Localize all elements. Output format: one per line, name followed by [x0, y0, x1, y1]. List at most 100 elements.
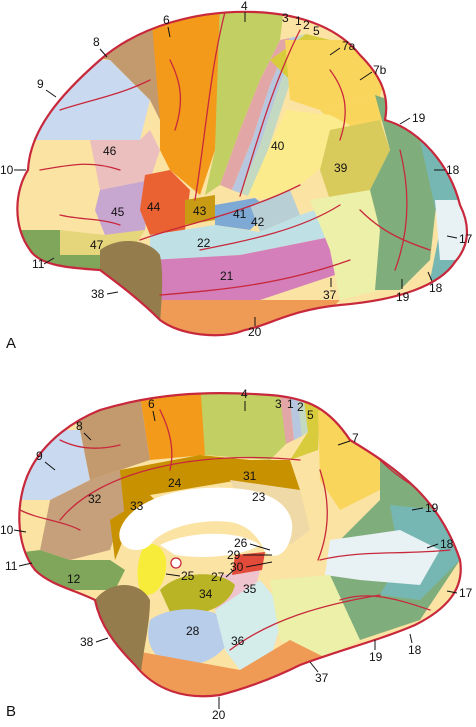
label-b-8: 8 [76, 419, 83, 433]
label-b-11: 11 [5, 559, 18, 573]
region-b-6 [130, 393, 205, 460]
outline-b [18, 392, 462, 698]
label-a-17: 17 [459, 232, 473, 246]
region-a-39 [320, 120, 390, 200]
region-a-17 [435, 200, 467, 260]
region-b-28 [148, 609, 235, 666]
region-b-10 [19, 500, 50, 555]
label-a-39: 39 [334, 161, 348, 175]
label-a-44: 44 [147, 200, 161, 214]
label-a-47: 47 [90, 238, 104, 252]
region-a-43 [185, 195, 215, 225]
corpus-callosum [119, 487, 293, 556]
label-b-12: 12 [67, 572, 81, 586]
label-a-5: 5 [313, 24, 320, 38]
label-a-20: 20 [248, 325, 262, 339]
label-a-42: 42 [251, 215, 265, 229]
cingulate-sulcus-b [59, 456, 301, 521]
label-a-19-bottom: 19 [396, 290, 410, 304]
region-a-21 [150, 235, 350, 300]
label-b-19-top: 19 [425, 501, 439, 515]
label-b-29: 29 [227, 548, 241, 562]
anterior-commissure [170, 557, 182, 569]
label-a-38: 38 [91, 287, 105, 301]
sulcus-a-9 [359, 209, 431, 251]
label-b-34: 34 [199, 587, 213, 601]
outline-a [16, 10, 469, 337]
calcarine-sulcus-b [319, 549, 451, 561]
sulcus-a-4 [159, 259, 351, 296]
region-b-34 [160, 574, 235, 615]
collateral-sulcus-b [229, 594, 381, 651]
panel-letter-a: A [6, 335, 16, 352]
label-b-1: 1 [287, 397, 294, 411]
label-a-41: 41 [233, 207, 247, 221]
label-b-17: 17 [459, 586, 473, 600]
region-a-46 [90, 130, 160, 190]
label-a-46: 46 [103, 144, 117, 158]
label-b-3: 3 [275, 397, 282, 411]
label-b-2: 2 [297, 400, 304, 414]
label-b-35: 35 [243, 582, 257, 596]
sulcus-a-11 [59, 214, 121, 226]
sulcus-a-2 [239, 29, 301, 197]
region-a-38 [100, 240, 163, 336]
sulcus-b-4 [339, 595, 431, 611]
label-a-10: 10 [0, 163, 14, 177]
region-b-5 [290, 400, 320, 460]
sulcus-a-8 [394, 149, 408, 271]
label-b-24: 24 [168, 476, 182, 490]
label-b-23: 23 [252, 490, 266, 504]
label-a-11: 11 [32, 257, 45, 271]
region-a-4 [205, 11, 285, 195]
label-a-19-top: 19 [412, 111, 426, 125]
region-a-20 [140, 300, 340, 336]
label-a-18-top: 18 [446, 163, 460, 177]
label-a-1: 1 [295, 14, 302, 28]
fornix [160, 533, 260, 557]
panel-letter-b: B [6, 703, 16, 720]
label-b-7: 7 [352, 431, 359, 445]
region-b-38 [95, 585, 150, 697]
label-b-28: 28 [186, 624, 200, 638]
labels-panel-b: 6 4 3 1 2 5 8 7 9 24 31 19 32 33 23 10 1… [0, 387, 473, 722]
label-a-4: 4 [241, 0, 248, 13]
sulcus-a-1 [194, 11, 226, 201]
region-a-44 [140, 170, 190, 235]
label-b-4: 4 [241, 387, 248, 401]
region-b-4 [200, 393, 290, 460]
label-a-9: 9 [37, 77, 44, 91]
region-b-17 [325, 530, 440, 585]
label-a-2: 2 [303, 18, 310, 32]
label-b-33: 33 [130, 499, 144, 513]
label-a-37: 37 [323, 288, 337, 302]
label-b-31: 31 [243, 469, 257, 483]
panel-b-medial-view: B 6 4 3 1 2 5 8 7 9 24 31 19 32 33 23 10 [0, 387, 473, 722]
label-a-18-bottom: 18 [429, 281, 443, 295]
sylvian-fissure-a [139, 184, 301, 241]
sulcus-a-7 [329, 69, 346, 141]
sulcus-a-3 [199, 204, 341, 251]
label-a-7b: 7b [373, 63, 387, 77]
label-a-7a: 7a [342, 39, 356, 53]
label-b-26: 26 [234, 536, 248, 550]
sulcus-a-5 [59, 79, 151, 111]
label-a-3: 3 [282, 11, 289, 25]
region-a-22 [150, 205, 340, 260]
sulcus-b-2 [19, 509, 81, 531]
region-b-25 [137, 544, 167, 595]
label-b-6: 6 [148, 397, 155, 411]
label-a-21: 21 [220, 269, 234, 283]
label-b-25: 25 [181, 569, 195, 583]
sulcus-a-6 [39, 163, 121, 171]
label-b-5: 5 [307, 408, 314, 422]
label-a-22: 22 [197, 236, 211, 250]
region-a-42 [250, 190, 300, 232]
region-a-6 [150, 11, 225, 195]
region-b-20 [130, 640, 330, 697]
label-b-27: 27 [211, 570, 225, 584]
label-b-18-top: 18 [440, 537, 454, 551]
label-b-20: 20 [212, 708, 226, 722]
